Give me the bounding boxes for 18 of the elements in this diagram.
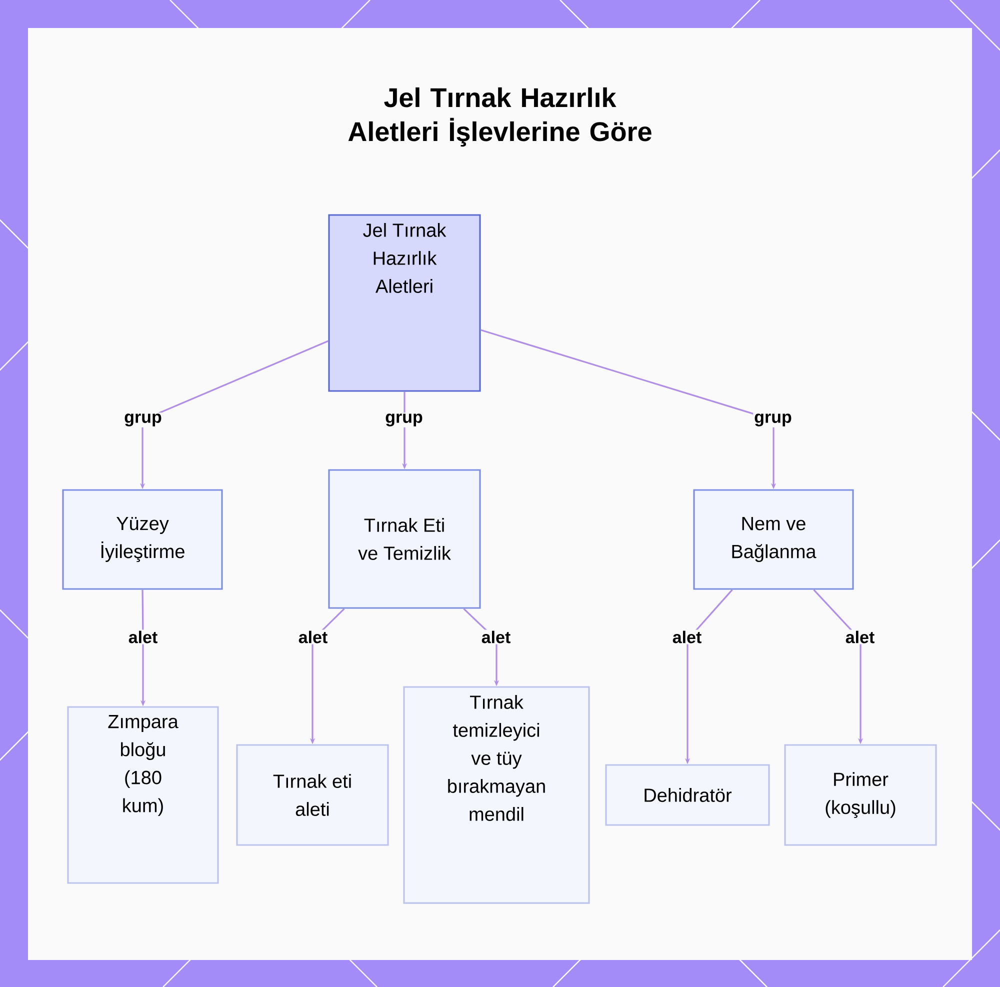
box: Tırnak eti aleti: [236, 744, 389, 846]
edge-label: grup: [753, 412, 793, 428]
box: Zımpara bloğu (180 kum): [67, 706, 219, 884]
box: Dehidratör: [605, 764, 770, 826]
title: Jel Tırnak Hazırlık Aletleri İşlevlerine Göre: [348, 87, 652, 147]
edge-label: grup: [384, 412, 424, 428]
edge-label: alet: [844, 630, 876, 644]
edge-label: alet: [127, 630, 159, 644]
box: Tırnak temizleyici ve tüy bırakmayan mendil: [403, 686, 590, 904]
box: Nem ve Bağlanma: [693, 489, 854, 590]
edge-label: alet: [671, 630, 703, 644]
edge-label: alet: [480, 630, 512, 644]
box: Yüzey İyileştirme: [62, 489, 223, 590]
box: Tırnak Eti ve Temizlik: [328, 469, 481, 609]
edge-label: grup: [123, 412, 163, 428]
box: Primer (koşullu): [784, 744, 937, 846]
box: Jel Tırnak Hazırlık Aletleri: [328, 214, 481, 392]
edge-label: alet: [297, 630, 329, 644]
